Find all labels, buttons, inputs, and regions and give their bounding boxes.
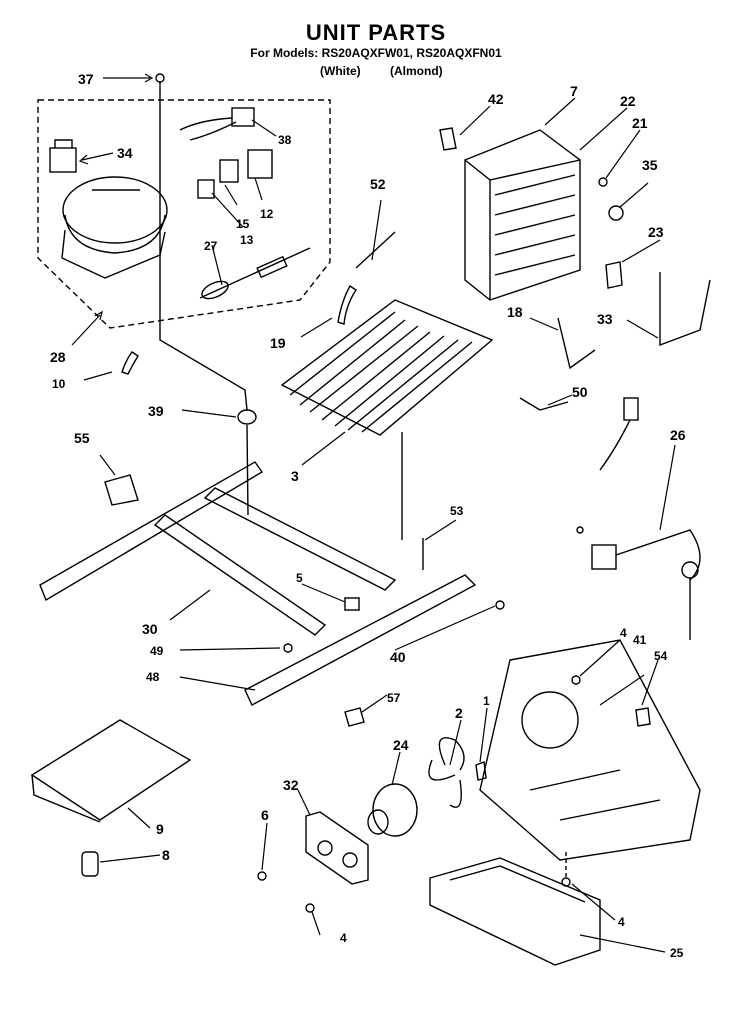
callout-37: 37 [78, 71, 94, 87]
clip-5-part [344, 597, 360, 611]
callout-24: 24 [393, 737, 409, 753]
diagram-title: UNIT PARTS [305, 20, 447, 45]
callout-52: 52 [370, 176, 386, 192]
wire-18-part [557, 317, 596, 370]
connector-12-part [247, 149, 273, 179]
compressor-kit-dashed-outline [37, 99, 331, 329]
callout-49: 49 [150, 644, 164, 658]
base-rails-part [39, 461, 397, 636]
screw-4a-part [571, 675, 581, 685]
front-rail-48-part [244, 574, 477, 706]
callout-21: 21 [632, 115, 648, 131]
callout-1: 1 [483, 694, 490, 708]
callout-18: 18 [507, 304, 523, 320]
callout-33: 33 [597, 311, 613, 327]
hose-19-part [337, 285, 357, 325]
callout-9: 9 [156, 821, 164, 837]
callout-35: 35 [642, 157, 658, 173]
bracket-23-part [605, 261, 623, 289]
clip-1-part [475, 761, 487, 781]
callout-19: 19 [270, 335, 286, 351]
clip-55-part [104, 474, 139, 506]
screw-6-part [257, 871, 267, 881]
fan-motor-part [367, 783, 418, 837]
motor-bracket-part [305, 811, 369, 885]
color-almond-label: (Almond) [390, 64, 443, 78]
fan-bracket-part [479, 639, 701, 861]
foot-8-part [81, 851, 99, 877]
compressor-line [159, 100, 249, 516]
fan-blade-part [428, 737, 465, 808]
callout-27: 27 [204, 239, 218, 253]
callout-40: 40 [390, 649, 406, 665]
color-variants: (White) (Almond) [320, 64, 469, 78]
callout-55: 55 [74, 430, 90, 446]
callout-4-top: 4 [620, 626, 627, 640]
callout-13: 13 [240, 233, 254, 247]
clip-42-part [439, 127, 457, 151]
grommet-39-part [237, 409, 257, 425]
condenser-part [280, 299, 494, 436]
model-numbers: For Models: RS20AQXFW01, RS20AQXFN01 [250, 46, 502, 60]
callout-26: 26 [670, 427, 686, 443]
callout-54: 54 [654, 649, 668, 663]
callout-32: 32 [283, 777, 299, 793]
callout-42: 42 [488, 91, 504, 107]
overload-relay-part [49, 139, 77, 173]
callout-6: 6 [261, 807, 269, 823]
callout-39: 39 [148, 403, 164, 419]
evaporator-part [464, 129, 581, 301]
color-white-label: (White) [320, 64, 361, 78]
callout-5: 5 [296, 571, 303, 585]
callout-50: 50 [572, 384, 588, 400]
cover-9-part [30, 719, 192, 823]
callout-4-bottom-left: 4 [340, 931, 347, 945]
tube-52-part [355, 231, 396, 269]
callout-8: 8 [162, 847, 170, 863]
callout-25: 25 [670, 946, 684, 960]
wire-harness-38-part [179, 107, 255, 141]
callout-41: 41 [633, 633, 647, 647]
screw-49-part [283, 643, 293, 653]
drain-pan-part [429, 857, 601, 966]
wire-harness-26-part [576, 397, 701, 640]
callout-38: 38 [278, 133, 292, 147]
callout-leaders [71, 73, 676, 953]
callout-3: 3 [291, 468, 299, 484]
compressor-part [61, 176, 168, 279]
callout-12: 12 [260, 207, 274, 221]
callout-22: 22 [620, 93, 636, 109]
screw-40-part [495, 600, 505, 610]
connector-13-part [197, 179, 215, 199]
callout-34: 34 [117, 145, 133, 161]
screw-4b-part [305, 903, 315, 913]
callout-2: 2 [455, 705, 463, 721]
tube-10-part [121, 351, 139, 375]
grommet-54-part [635, 707, 651, 727]
screw-37-part [155, 73, 165, 100]
callout-10: 10 [52, 377, 66, 391]
capacitor-part [199, 247, 311, 300]
callout-23: 23 [648, 224, 664, 240]
callout-28: 28 [50, 349, 66, 365]
callout-30: 30 [142, 621, 158, 637]
callout-4-bottom-right: 4 [618, 915, 625, 929]
callout-7: 7 [570, 83, 578, 99]
grommet-35-part [608, 205, 624, 221]
callout-48: 48 [146, 670, 160, 684]
callout-57: 57 [387, 691, 401, 705]
screw-21-part [598, 177, 608, 187]
nut-57-part [344, 707, 365, 727]
connector-15-part [219, 159, 239, 183]
callout-53: 53 [450, 504, 464, 518]
callout-15: 15 [236, 217, 250, 231]
bracket-50-part [519, 397, 569, 411]
capillary-33-part [659, 272, 711, 347]
